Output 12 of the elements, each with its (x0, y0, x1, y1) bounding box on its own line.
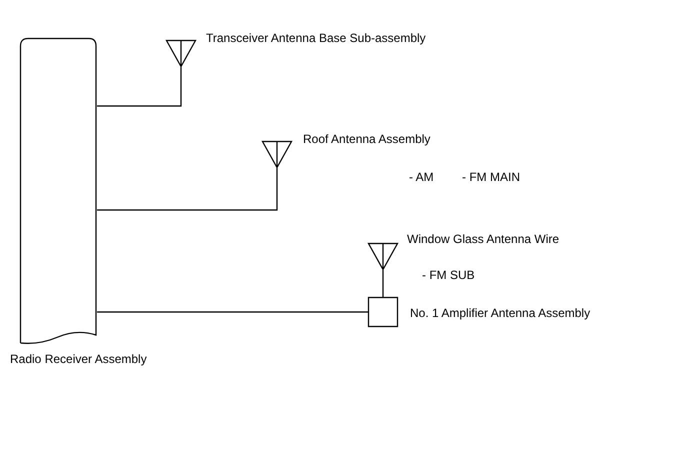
wire (97, 67, 182, 107)
part-label: Radio Receiver Assembly (10, 352, 147, 366)
part-label: Transceiver Antenna Base Sub-assembly (206, 31, 426, 45)
part-label: No. 1 Amplifier Antenna Assembly (410, 306, 590, 320)
band-label: - FM SUB (422, 268, 475, 282)
part-label: Window Glass Antenna Wire (407, 232, 560, 246)
wire (97, 168, 278, 211)
wire (97, 311, 368, 313)
band-label: - AM (409, 170, 434, 184)
band-label: - FM MAIN (462, 170, 520, 184)
wire (382, 270, 384, 297)
part-label: Roof Antenna Assembly (303, 132, 430, 146)
